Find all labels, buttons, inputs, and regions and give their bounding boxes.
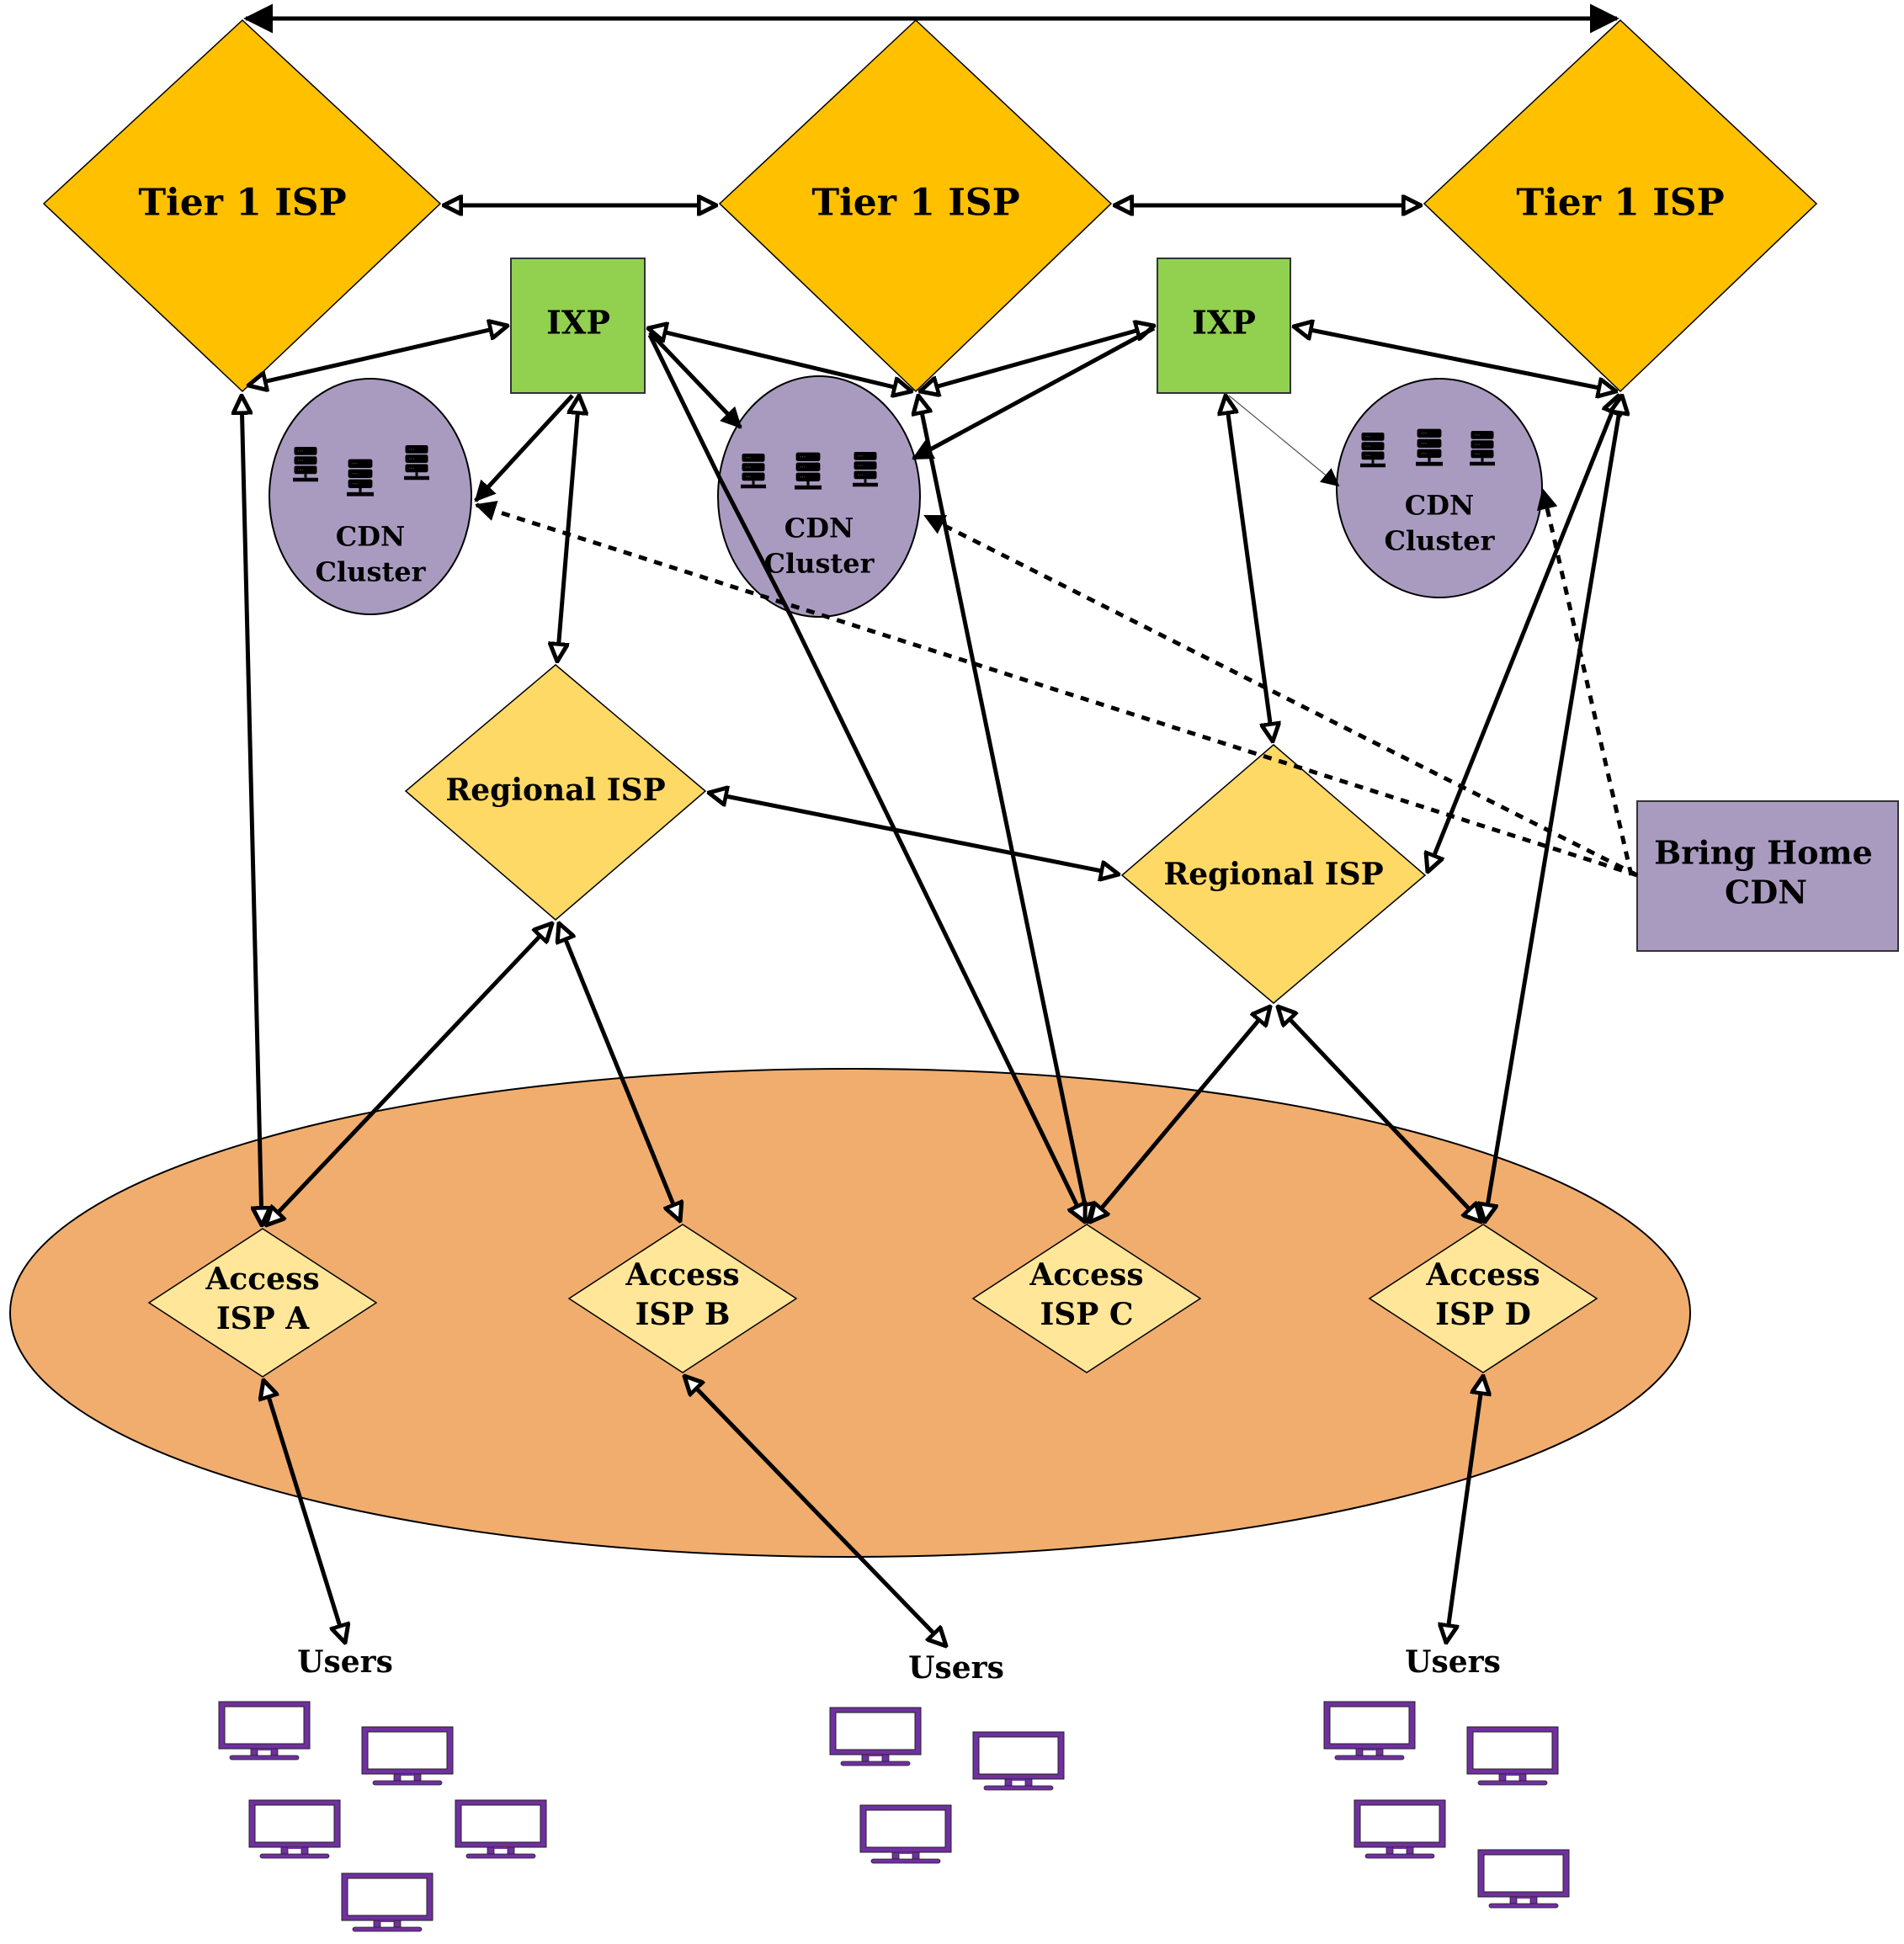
- home-cdn-label-line2: CDN: [1725, 874, 1807, 911]
- monitor-icon: [829, 1707, 922, 1766]
- cdn-label-line1: CDN: [336, 521, 405, 553]
- monitor-icon: [361, 1726, 454, 1786]
- cdn-cluster-right[interactable]: CDN Cluster: [1336, 378, 1543, 598]
- bring-home-cdn[interactable]: Bring Home CDN: [1636, 800, 1899, 952]
- users-label: Users: [908, 1650, 1004, 1686]
- edge-home-cdn-cdn-right: [1536, 487, 1634, 876]
- tier1-label: Tier 1 ISP: [138, 182, 346, 225]
- monitor-icon: [1354, 1799, 1446, 1859]
- cdn-cluster-left[interactable]: CDN Cluster: [269, 378, 472, 615]
- access-label-line2: ISP B: [636, 1297, 731, 1332]
- edge-ixp-left-access-c: [647, 333, 1085, 1222]
- ixp-left[interactable]: IXP: [510, 258, 646, 394]
- access-label-line2: ISP D: [1435, 1297, 1531, 1332]
- edge-access-a-users-left: [263, 1380, 345, 1643]
- access-isp-b[interactable]: Access ISP B: [567, 1224, 798, 1373]
- cdn-cluster-center[interactable]: CDN Cluster: [717, 375, 921, 618]
- tier1-isp-left[interactable]: Tier 1 ISP: [42, 19, 442, 393]
- monitor-icon: [859, 1804, 952, 1864]
- cdn-label-line2: Cluster: [1385, 525, 1496, 557]
- connection-lines: [242, 3, 1639, 1646]
- tier1-label: Tier 1 ISP: [811, 182, 1019, 225]
- edge-regional-left-access-b: [559, 923, 680, 1221]
- monitor-icon: [218, 1701, 311, 1761]
- regional-label: Regional ISP: [1163, 857, 1383, 892]
- monitor-icon: [455, 1799, 547, 1859]
- edge-ixp-right-cdn-right: [1228, 395, 1340, 487]
- regional-isp-right[interactable]: Regional ISP: [1120, 744, 1427, 1004]
- edge-ixp-left-tier1-center: [648, 328, 912, 391]
- edge-tier1-right-access-d: [1485, 396, 1622, 1222]
- access-isp-d[interactable]: Access ISP D: [1368, 1224, 1598, 1373]
- ixp-right[interactable]: IXP: [1157, 258, 1291, 394]
- cdn-label-line2: Cluster: [316, 556, 427, 588]
- access-label-line1: Access: [1425, 1257, 1540, 1293]
- edge-ixp-left-cdn-center: [648, 331, 742, 429]
- users-group-right: Users: [1323, 1644, 1570, 1909]
- edge-access-d-users-right: [1446, 1376, 1483, 1643]
- monitor-icon: [341, 1872, 433, 1932]
- edge-ixp-right-regional-right: [1226, 396, 1273, 741]
- users-group-left: Users: [218, 1644, 547, 1932]
- access-label-line2: ISP C: [1040, 1297, 1133, 1332]
- cdn-label-line2: Cluster: [764, 548, 875, 580]
- users-label: Users: [297, 1644, 393, 1680]
- tier1-isp-right[interactable]: Tier 1 ISP: [1423, 19, 1818, 393]
- access-label-line2: ISP A: [216, 1301, 310, 1336]
- ixp-label: IXP: [1192, 304, 1256, 342]
- edge-regional-left-regional-right: [709, 793, 1119, 874]
- edge-home-cdn-cdn-left: [475, 501, 1638, 878]
- tier1-label: Tier 1 ISP: [1516, 182, 1724, 225]
- ixp-label: IXP: [546, 304, 610, 342]
- edge-ixp-left-cdn-left: [474, 394, 574, 502]
- monitor-icon: [972, 1731, 1065, 1791]
- monitor-icon: [1323, 1701, 1416, 1761]
- cdn-label-line1: CDN: [1405, 490, 1474, 522]
- edge-tier1-left-access-a: [242, 396, 262, 1225]
- monitor-icon: [1466, 1726, 1559, 1786]
- monitor-icon: [248, 1799, 341, 1859]
- access-label-line1: Access: [205, 1261, 319, 1297]
- edge-ixp-right-tier1-right: [1294, 327, 1616, 391]
- access-label-line1: Access: [1029, 1257, 1143, 1293]
- regional-isp-left[interactable]: Regional ISP: [404, 664, 707, 921]
- home-cdn-label-line1: Bring Home: [1654, 834, 1873, 872]
- monitor-icon: [1477, 1849, 1570, 1909]
- edge-regional-left-access-a: [266, 923, 552, 1225]
- edge-regional-right-access-d: [1278, 1007, 1481, 1222]
- users-label: Users: [1405, 1644, 1501, 1680]
- edge-regional-right-access-c: [1090, 1007, 1270, 1222]
- access-isp-a[interactable]: Access ISP A: [147, 1228, 378, 1378]
- edge-home-cdn-cdn-center: [923, 513, 1639, 878]
- edge-ixp-left-regional-left: [557, 396, 579, 661]
- regional-label: Regional ISP: [445, 773, 665, 808]
- edge-tier1-center-ixp-right: [920, 326, 1154, 391]
- edge-access-b-users-center: [684, 1376, 946, 1646]
- edge-tier1-left-ixp-left: [248, 326, 508, 385]
- access-label-line1: Access: [625, 1257, 739, 1293]
- cdn-label-line1: CDN: [784, 513, 854, 544]
- users-group-center: Users: [829, 1650, 1065, 1864]
- tier1-isp-center[interactable]: Tier 1 ISP: [718, 19, 1113, 393]
- access-isp-c[interactable]: Access ISP C: [971, 1224, 1202, 1373]
